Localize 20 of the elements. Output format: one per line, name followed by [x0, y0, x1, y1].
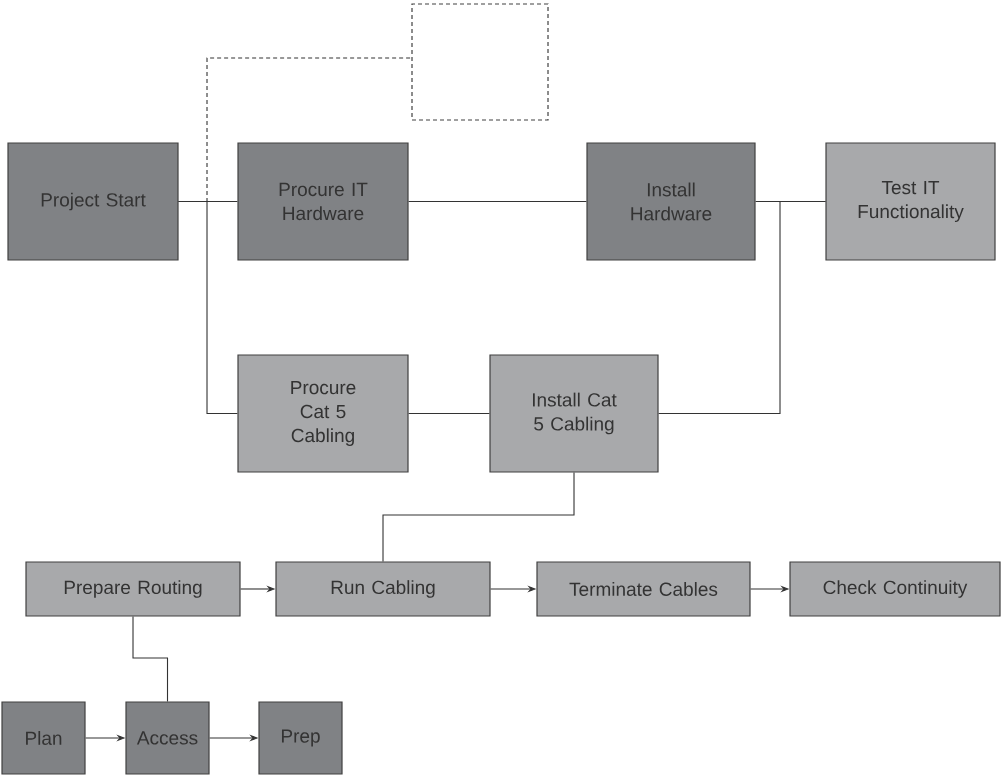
process-box: Check Continuity [789, 561, 1001, 617]
process-box: Project Start [7, 142, 179, 261]
process-box: Install Hardware [586, 142, 756, 261]
connector-line [132, 616, 169, 702]
connector-line [178, 57, 413, 203]
empty-box [411, 3, 549, 121]
process-box: Plan [1, 701, 86, 775]
process-box: Install Cat 5 Cabling [489, 354, 659, 473]
process-box: Run Cabling [275, 561, 491, 617]
process-box: Procure IT Hardware [237, 142, 409, 261]
connector-line [658, 200, 826, 415]
connector-line [408, 412, 490, 415]
process-box: Access [125, 701, 210, 775]
connector-line [408, 200, 587, 203]
connector-line [382, 472, 575, 562]
process-box: Test IT Functionality [825, 142, 996, 261]
process-box: Procure Cat 5 Cabling [237, 354, 409, 473]
process-box: Prep [258, 701, 343, 775]
process-box: Terminate Cables [536, 561, 751, 617]
process-box: Prepare Routing [25, 561, 241, 617]
